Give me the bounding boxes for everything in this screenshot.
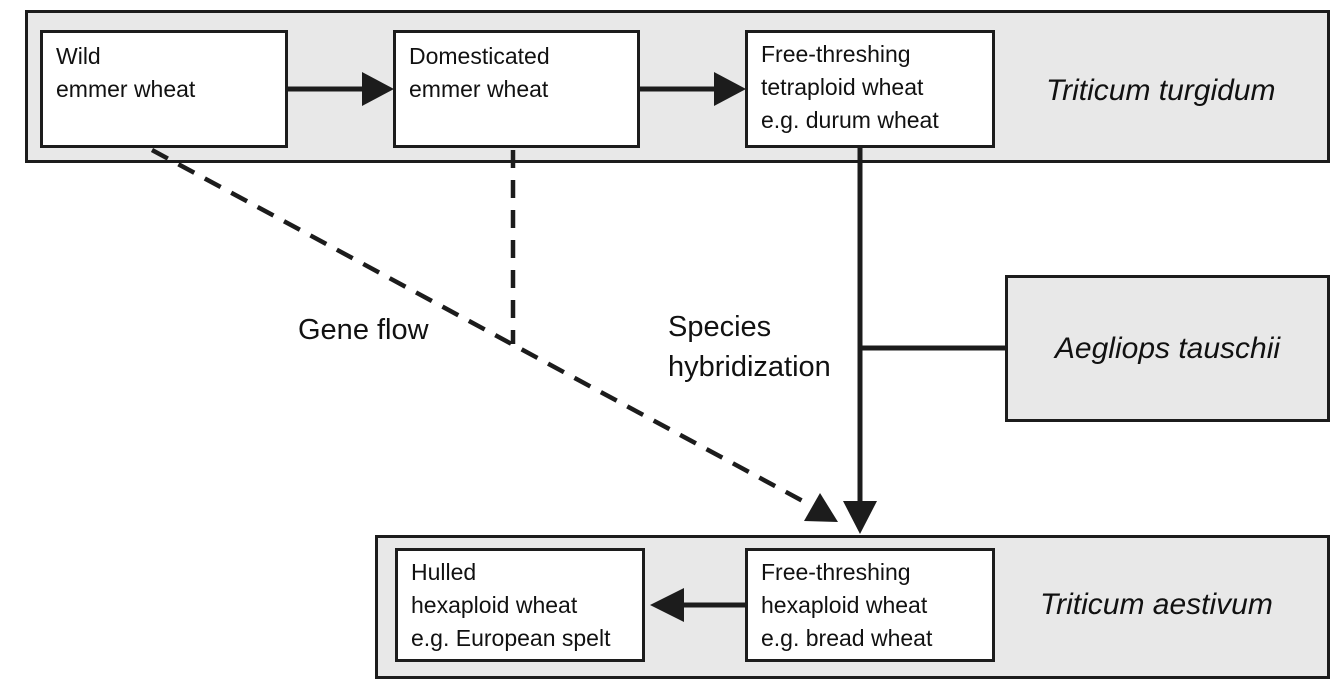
box-line: emmer wheat	[56, 76, 196, 102]
box-line: Domesticated	[409, 43, 550, 69]
box-line: e.g. durum wheat	[761, 107, 939, 133]
free-threshing-tetraploid-wheat-box: Free-threshing tetraploid wheat e.g. dur…	[745, 30, 995, 148]
box-line: emmer wheat	[409, 76, 549, 102]
wild-emmer-wheat-box: Wild emmer wheat	[40, 30, 288, 148]
box-line: e.g. bread wheat	[761, 625, 933, 651]
arrow-hexaploid-to-hulled-head-icon	[650, 588, 684, 622]
aegilops-tauschii-label: Aegliops tauschii	[1054, 331, 1281, 365]
gene-flow-diagonal-dashed-line	[150, 148, 814, 508]
box-line: Free-threshing	[761, 559, 911, 585]
box-line: hexaploid wheat	[761, 592, 928, 618]
free-threshing-hexaploid-wheat-box: Free-threshing hexaploid wheat e.g. brea…	[745, 548, 995, 662]
box-line: Wild	[56, 43, 101, 69]
domesticated-emmer-wheat-box: Domesticated emmer wheat	[393, 30, 640, 148]
species-hybridization-label: Species hybridization	[668, 307, 831, 387]
hulled-hexaploid-wheat-box: Hulled hexaploid wheat e.g. European spe…	[395, 548, 645, 662]
gene-flow-label: Gene flow	[298, 314, 429, 346]
hybridization-arrow-head-icon	[843, 501, 877, 534]
species-hybridization-line2: hybridization	[668, 351, 831, 383]
triticum-turgidum-label: Triticum turgidum	[1046, 74, 1276, 107]
box-line: Hulled	[411, 559, 477, 585]
aegilops-tauschii-box: Aegliops tauschii	[1005, 275, 1330, 422]
box-line: e.g. European spelt	[411, 625, 611, 651]
species-hybridization-line1: Species	[668, 311, 772, 343]
box-line: hexaploid wheat	[411, 592, 578, 618]
box-line: tetraploid wheat	[761, 74, 924, 100]
arrow-wild-to-domesticated-head-icon	[362, 72, 394, 106]
box-line: Free-threshing	[761, 41, 911, 67]
triticum-aestivum-label: Triticum aestivum	[1040, 588, 1273, 621]
arrow-domesticated-to-tetraploid-head-icon	[714, 72, 746, 106]
gene-flow-arrow-head-icon	[804, 493, 838, 522]
